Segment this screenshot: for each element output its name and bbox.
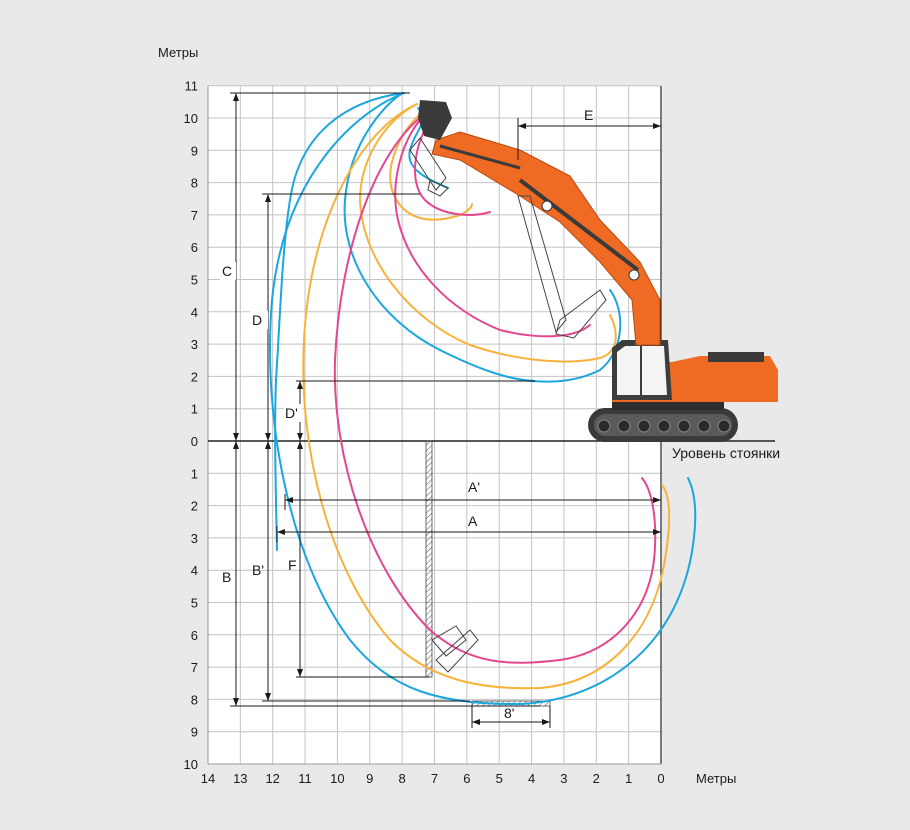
ground-level-label: Уровень стоянки <box>672 445 780 461</box>
boom-cylinder <box>518 178 640 272</box>
dim-label-a-prime: A' <box>468 479 480 495</box>
x-tick-label: 2 <box>593 771 600 786</box>
x-tick-label: 6 <box>463 771 470 786</box>
x-tick-label: 10 <box>330 771 344 786</box>
dimension-lines <box>230 92 661 728</box>
y-tick-label: 10 <box>184 111 198 126</box>
working-range-curve-middle <box>302 103 671 690</box>
y-tick-label: 6 <box>191 628 198 643</box>
dim-label-b-prime: B' <box>252 562 264 578</box>
x-unit-label: Метры <box>696 771 736 786</box>
working-range-curve-inner-bucket <box>414 119 491 216</box>
y-tick-label: 5 <box>191 273 198 288</box>
excavator-bucket <box>418 100 452 140</box>
x-tick-label: 9 <box>366 771 373 786</box>
track-roller <box>717 419 731 433</box>
dim-label-d: D <box>252 312 262 328</box>
y-tick-label: 0 <box>191 434 198 449</box>
y-tick-label: 9 <box>191 143 198 158</box>
track-roller <box>617 419 631 433</box>
y-tick-label: 8 <box>191 176 198 191</box>
x-tick-label: 14 <box>201 771 215 786</box>
arm-cylinder <box>439 144 521 170</box>
dim-label-c: C <box>222 263 232 279</box>
working-range-curve-middle-bucket <box>389 109 473 221</box>
y-tick-label: 7 <box>191 660 198 675</box>
dimension-arrows <box>233 93 661 725</box>
x-tick-label: 13 <box>233 771 247 786</box>
track-roller <box>637 419 651 433</box>
excavator-boom <box>431 131 661 346</box>
dim-label-f: F <box>288 557 297 573</box>
y-tick-label: 5 <box>191 596 198 611</box>
boom-pin <box>628 269 640 281</box>
y-tick-label: 3 <box>191 337 198 352</box>
dim-label-a: A <box>468 513 478 529</box>
excavator-engine-cover <box>708 352 764 362</box>
excavator <box>409 100 778 673</box>
working-range-curve-middle-upper <box>358 103 617 363</box>
working-range-curve-inner-upper <box>394 112 591 338</box>
dim-label-b: B <box>222 569 231 585</box>
working-range-curve-outer-top <box>274 92 405 551</box>
plot-area <box>208 86 662 764</box>
y-tick-label: 10 <box>184 757 198 772</box>
track-roller <box>657 419 671 433</box>
track-roller <box>677 419 691 433</box>
y-tick-label: 2 <box>191 369 198 384</box>
dim-label-e: E <box>584 107 593 123</box>
y-unit-label: Метры <box>158 45 198 60</box>
x-tick-label: 5 <box>496 771 503 786</box>
x-tick-label: 4 <box>528 771 535 786</box>
track-rollers <box>597 419 731 433</box>
y-tick-label: 6 <box>191 240 198 255</box>
x-tick-label: 8 <box>399 771 406 786</box>
y-tick-label: 9 <box>191 725 198 740</box>
ghost-arm-positions <box>409 137 607 673</box>
x-tick-label: 1 <box>625 771 632 786</box>
y-tick-label: 4 <box>191 305 198 320</box>
x-tick-label: 7 <box>431 771 438 786</box>
working-range-curve-outer-inner <box>519 289 622 383</box>
x-tick-label: 3 <box>560 771 567 786</box>
working-range-curve-outer-upper <box>343 92 536 382</box>
x-tick-label: 12 <box>265 771 279 786</box>
y-tick-label: 2 <box>191 499 198 514</box>
dim-label-8-prime: 8' <box>504 705 514 721</box>
track-roller <box>597 419 611 433</box>
y-tick-label: 3 <box>191 531 198 546</box>
y-tick-label: 4 <box>191 563 198 578</box>
x-tick-label: 11 <box>298 771 312 786</box>
y-tick-label: 11 <box>185 79 199 94</box>
y-tick-label: 1 <box>191 466 198 481</box>
x-tick-label: 0 <box>657 771 664 786</box>
y-tick-label: 7 <box>191 208 198 223</box>
working-range-curve-inner <box>333 112 657 664</box>
y-tick-label: 1 <box>191 402 198 417</box>
y-tick-label: 8 <box>191 692 198 707</box>
track-roller <box>697 419 711 433</box>
arm-pin <box>541 200 553 212</box>
dim-label-d-prime: D' <box>285 405 298 421</box>
vertical-wall-hatch <box>425 440 433 678</box>
